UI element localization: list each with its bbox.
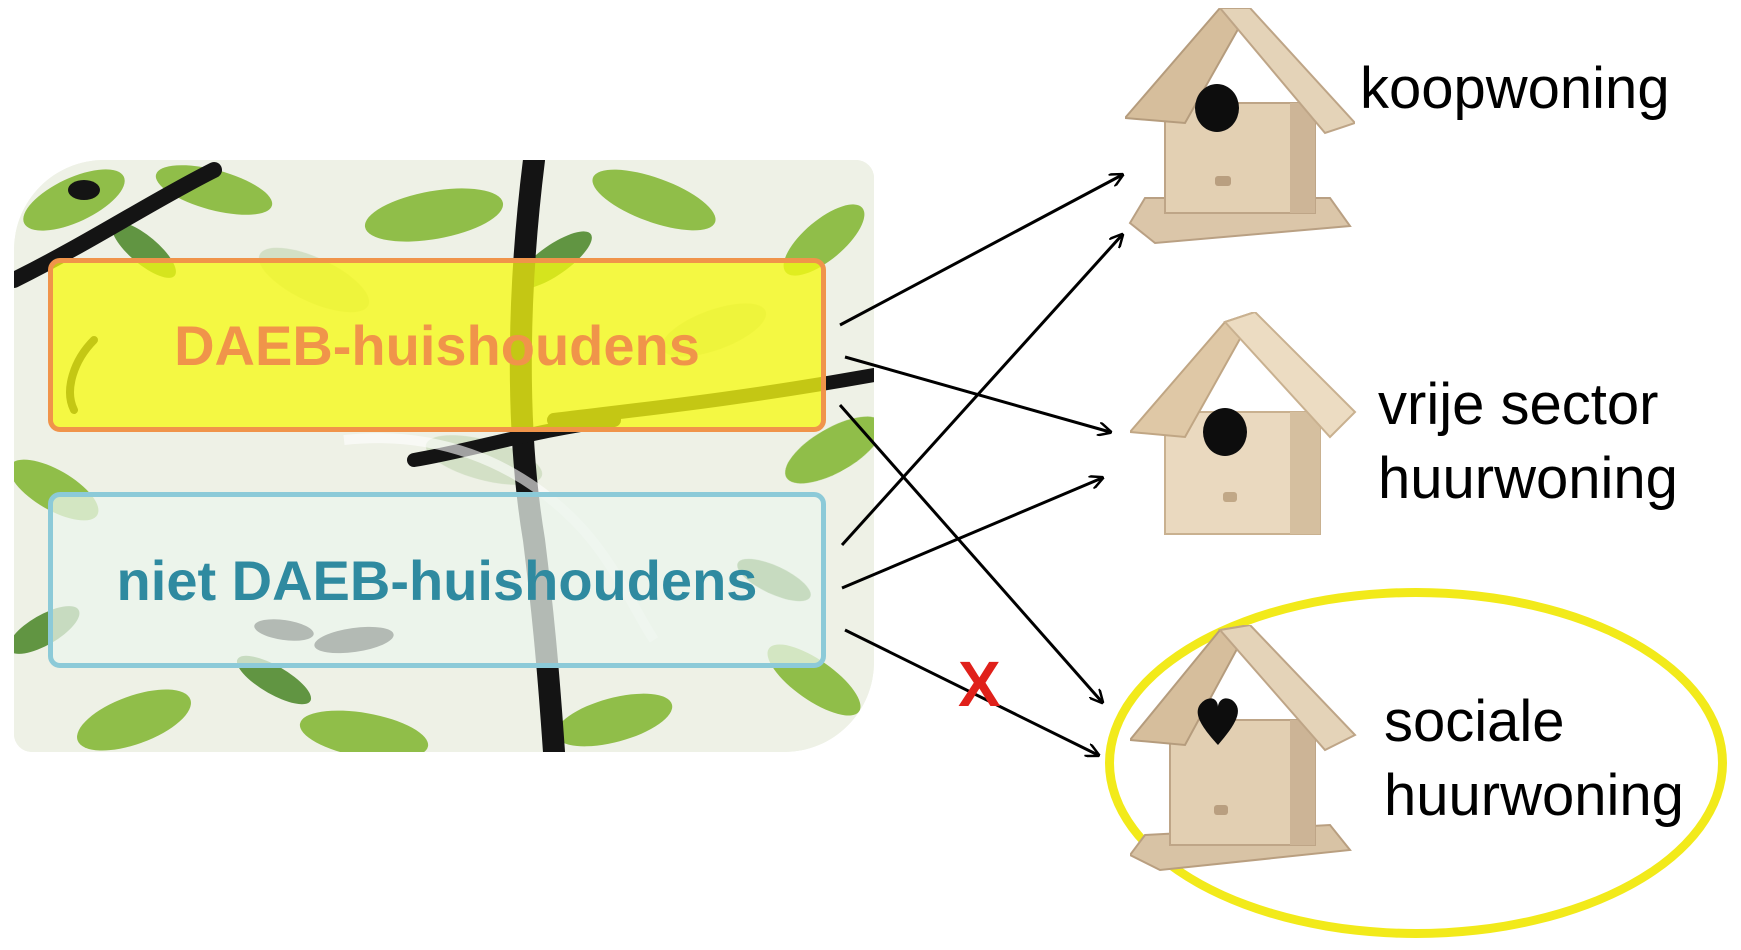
arrow-niet-daeb-to-koopwoning bbox=[840, 235, 1122, 547]
birdhouse-koopwoning-icon bbox=[1125, 8, 1355, 245]
arrow-niet-daeb-to-vrije-sector bbox=[841, 478, 1102, 590]
daeb-households-box: DAEB-huishoudens bbox=[48, 258, 826, 432]
niet-daeb-households-box: niet DAEB-huishoudens bbox=[48, 492, 826, 668]
birdhouse-vrije-sector-icon bbox=[1130, 312, 1357, 535]
vrije-sector-huurwoning-label: vrije sector huurwoning bbox=[1378, 372, 1678, 511]
arrow-daeb-to-sociale bbox=[838, 404, 1102, 702]
niet-daeb-households-label: niet DAEB-huishoudens bbox=[116, 548, 758, 612]
koopwoning-label: koopwoning bbox=[1360, 56, 1670, 121]
birdhouse-sociale-heart-icon bbox=[1130, 625, 1357, 872]
sociale-huurwoning-label: sociale huurwoning bbox=[1384, 689, 1684, 828]
sociale-highlight-ellipse bbox=[1105, 588, 1727, 938]
blocked-cross-marker: X bbox=[958, 648, 1001, 720]
arrow-daeb-to-koopwoning bbox=[839, 175, 1122, 327]
arrow-niet-daeb-to-sociale-blocked bbox=[844, 628, 1098, 755]
daeb-households-label: DAEB-huishoudens bbox=[174, 313, 700, 377]
